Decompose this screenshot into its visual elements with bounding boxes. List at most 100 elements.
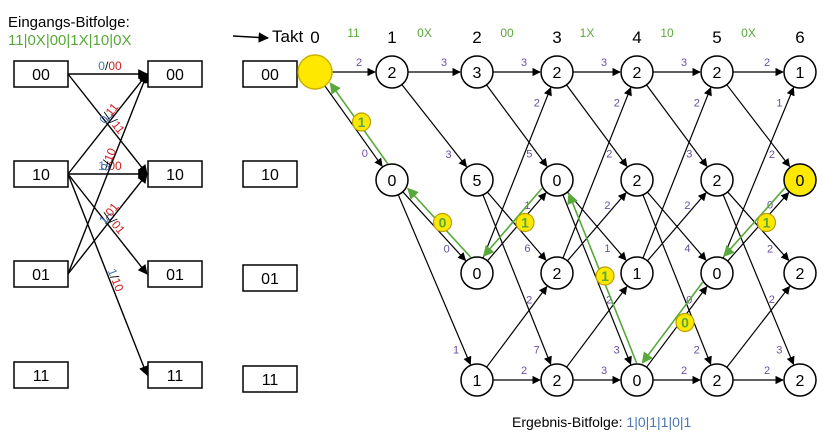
takt-label: Takt [272,27,303,46]
state-box-left-00 [13,60,69,88]
trellis-edge-n3_00-n4_10 [566,84,628,168]
input-sequence-value: 11|0X|00|1X|10|0X [8,32,131,49]
node-metric-n4_11: 0 [633,373,642,390]
edge-metric-n1_10-n2_11: 1 [453,345,459,357]
trellis-node-n2_01 [460,256,494,290]
state-box-right-01 [147,260,203,288]
time-step-6: 6 [795,28,804,47]
trellis-edge-n5_10-n6_11 [722,194,795,366]
node-metric-n3_01: 2 [553,266,562,283]
node-metric-n4_01: 1 [633,266,642,283]
time-step-1: 1 [387,28,396,47]
trellis-edge-n2_10-n3_11 [482,194,552,365]
edge-metric-n2_01-n3_00: 2 [534,98,540,110]
edge-metric-n3_11-n4_11: 3 [601,365,607,377]
trellis-node-n3_01 [540,256,574,290]
edge-metric-n3_10-n4_11: 3 [614,344,620,356]
trellis-edge-n2_11-n3_01 [486,285,548,368]
trellis-node-n3_11 [540,363,574,397]
state-box-left-01 [13,260,69,288]
trellis-edge-n1_00-n2_10 [401,84,468,168]
node-metric-n4_10: 2 [633,173,642,190]
trellis-node-n2_11 [460,363,494,397]
edge-metric-n5_10-n6_01: 2 [767,243,773,255]
node-metric-n6_00: 1 [796,65,805,82]
edge-metric-n3_01-n4_00: 2 [614,98,620,110]
edge-metric-n2_00-n3_00: 3 [521,57,527,69]
decoded-bit-1: 1 [358,114,366,130]
time-step-0: 0 [310,28,319,47]
trellis-edge-n3_01-n4_10 [566,192,627,262]
survivor-path [329,82,786,364]
state-box-right-00 [147,60,203,88]
edge-metric-n2_00-n3_10: 5 [526,148,532,160]
trellis-nodes: 2 0 3 5 0 1 2 0 2 2 2 2 1 0 2 2 0 2 1 0 2 2 [297,54,817,397]
trellis-node-n6_00 [783,55,817,89]
trellis-state-box-10 [242,160,298,188]
trellis-edge-n1_10-n2_11 [397,194,472,366]
trellis-edge-n3_11-n4_01 [566,285,628,368]
decoded-bit-badge-3 [515,212,535,233]
step-input-5: 0X [741,26,756,40]
edge-metric-n5_10-n6_11: 3 [776,345,782,357]
trellis-node-n3_00 [540,55,574,89]
edge-metric-n3_10-n4_01: 1 [604,243,610,255]
edge-metric-n2_11-n3_11: 2 [521,365,527,377]
edge-metric-n3_01-n4_10: 2 [604,200,610,212]
node-metric-n5_11: 2 [713,373,722,390]
node-metric-n2_01: 0 [473,266,482,283]
time-step-4: 4 [632,28,641,47]
step-input-3: 1X [580,26,595,40]
trellis-node-n5_00 [700,55,734,89]
trellis-edge-n5_01-n6_00 [722,86,795,259]
node-metric-n2_11: 1 [473,373,482,390]
trellis-node-n4_10 [620,163,654,197]
trellis-state-label-00: 00 [261,67,279,84]
trellis-node-n2_10 [460,163,494,197]
node-metric-n2_10: 5 [473,173,482,190]
node-metric-n6_10: 0 [796,173,805,190]
edge-metric-n1_10-n2_01: 0 [444,244,450,256]
state-box-right-10 [147,160,203,188]
time-step-3: 3 [552,28,561,47]
trellis-node-n4_01 [620,256,654,290]
edge-metric-n4_01-n5_00: 2 [694,98,700,110]
node-metric-n6_01: 2 [796,266,805,283]
decoded-bit-6: 1 [763,215,771,231]
state-box-left-10 [13,160,69,188]
node-metric-n2_00: 3 [473,65,482,82]
node-metric-n1_00: 2 [388,65,397,82]
edge-metric-n2_11-n3_01: 2 [526,294,532,306]
trellis-edges: 20330135672122321322233342220222231022 [324,57,795,385]
state-label-left-11: 11 [33,368,50,385]
state-box-left-11 [13,361,69,389]
trellis-edge-n2_00-n3_10 [486,84,548,168]
trellis-node-n6_01 [783,256,817,290]
trellis-edge-n4_00-n5_10 [646,84,708,168]
trellis-node-n6_11 [783,363,817,397]
node-metric-n1_10: 0 [388,173,397,190]
survivor-segment-3 [482,187,543,258]
edge-metric-n5_00-n6_00: 2 [764,57,770,69]
trellis-state-label-11: 11 [262,372,279,389]
survivor-segment-1 [641,281,704,364]
decoded-bit-4: 1 [601,268,609,284]
input-sequence-title: Eingangs-Bitfolge: [8,14,130,31]
node-metric-n3_11: 2 [553,373,562,390]
transition-10-11 [67,173,149,376]
trellis-node-n0_00 [297,54,333,90]
edge-metric-n1_00-n2_10: 3 [446,149,452,161]
edge-metric-n0_00-n1_10: 0 [362,148,368,160]
decoded-bit-3: 1 [521,215,529,231]
trellis-node-n1_00 [375,55,409,89]
decoded-bit-badge-4 [595,266,615,286]
node-metric-n6_11: 2 [796,373,805,390]
result-bits: Ergebnis-Bitfolge: 1|0|1|1|0|1 [512,414,692,430]
edge-metric-n4_10-n5_01: 4 [684,243,690,255]
decoded-bit-badge-1 [351,112,372,132]
trellis-node-n5_10 [700,163,734,197]
